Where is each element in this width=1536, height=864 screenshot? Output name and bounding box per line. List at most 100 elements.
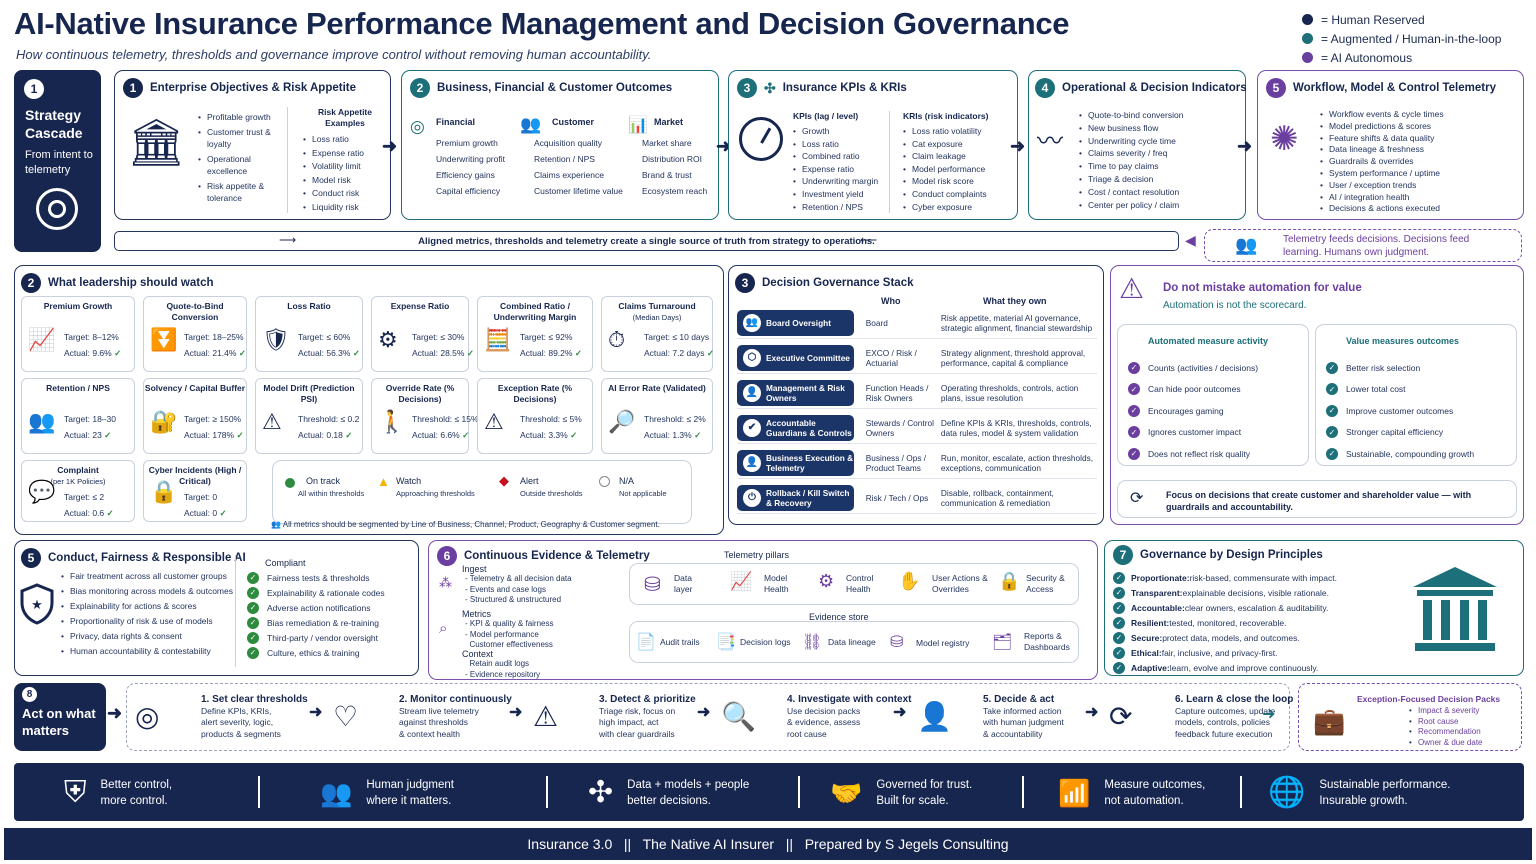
arrow-right-icon: ➜: [382, 136, 398, 156]
telemetry-list: Workflow events & cycle timesModel predi…: [1320, 109, 1444, 215]
governance-pill: ⏻Rollback / Kill Switch & Recovery: [737, 485, 854, 511]
dashboard-icon: 🗂: [992, 634, 1013, 651]
step-number: 2: [410, 78, 430, 98]
own-header: What they own: [983, 296, 1047, 306]
target-icon: ◎: [135, 701, 160, 732]
check-icon: ✓: [1113, 616, 1125, 629]
metric-actual: Actual: 3.3% ✓: [520, 430, 578, 440]
bar-chart-icon: 📈: [28, 327, 56, 352]
check-icon: ✓: [247, 586, 259, 599]
check-icon: ✓: [217, 508, 227, 518]
metric-card: Loss Ratio🛡Target: ≤ 60%Actual: 56.3% ✓: [255, 296, 363, 372]
pulse-icon: ♡: [333, 701, 359, 732]
governance-who: Business / Ops / Product Teams: [865, 452, 927, 474]
check-list-item: ✓Sustainable, compounding growth: [1326, 443, 1474, 465]
kri-list: Loss ratio volatilityCat exposureClaim l…: [903, 125, 987, 213]
check-icon: ✓: [1113, 661, 1125, 674]
check-icon: ✓: [101, 430, 112, 440]
metric-actual: Actual: 6.6% ✓: [412, 430, 470, 440]
metric-values: Target: 18–25%Actual: 21.4% ✓: [184, 329, 246, 361]
database-icon: ⛁: [644, 574, 661, 596]
magnifier-icon: ⌕: [439, 620, 448, 637]
step-number: 5: [21, 548, 41, 568]
metric-card: Claims Turnaround(Median Days)⏱Target: ≤…: [601, 296, 714, 372]
decision-packs: Exception-Focused Decision Packs 💼 Impac…: [1298, 683, 1522, 751]
calculator-icon: 🧮: [484, 327, 512, 352]
check-icon: ✓: [236, 348, 246, 358]
store-label: Decision logs: [740, 637, 791, 647]
check-list-item: ✓Adverse action notifications: [247, 600, 385, 615]
step-number: 3: [737, 78, 757, 98]
committee-icon: ⬡: [743, 349, 761, 367]
cycle-icon: ⟳: [1130, 490, 1144, 507]
check-list-item: ✓Improve customer outcomes: [1326, 400, 1474, 422]
box-title: Business, Financial & Customer Outcomes: [437, 82, 673, 94]
lock-icon: 🔒: [150, 479, 178, 504]
watch-triangle-icon: ▲: [377, 474, 390, 489]
status-desc: All within thresholds: [298, 489, 365, 498]
operational-list: Quote-to-bind conversionNew business flo…: [1079, 109, 1183, 211]
metric-actual: Actual: 21.4% ✓: [184, 348, 246, 358]
store-label: Audit trails: [660, 637, 700, 647]
check-list-item: ✓Does not reflect risk quality: [1128, 443, 1258, 465]
check-icon: ✓: [572, 348, 582, 358]
metric-title: Expense Ratio: [390, 301, 450, 311]
risk-appetite-title: Risk Appetite Examples: [317, 107, 372, 128]
network-icon: ✣: [764, 79, 776, 96]
check-icon: ✓: [1128, 383, 1140, 396]
metric-target: Target: ≤ 92%: [520, 332, 573, 342]
store-box: 📄 Audit trails 📑 Decision logs ⛓ Data li…: [629, 621, 1079, 663]
metric-actual: Actual: 9.6% ✓: [64, 348, 122, 358]
bank-icon: 🏛: [127, 116, 186, 168]
arrow-right-icon: ➜: [893, 704, 907, 721]
metric-target: Target: 0: [184, 492, 218, 502]
financial-title: Financial: [436, 117, 476, 127]
metric-values: Threshold: ≤ 2%Actual: 1.3% ✓: [644, 411, 706, 443]
operator-icon: 👤: [743, 454, 761, 472]
box-title: Operational & Decision Indicators: [1062, 82, 1247, 94]
pulse-icon: 〰: [1037, 126, 1064, 156]
svg-text:★: ★: [31, 597, 43, 612]
group-icon: 👥: [271, 520, 283, 529]
check-list-item: ✓Encourages gaming: [1128, 400, 1258, 422]
check-list-item: ✓Culture, ethics & training: [247, 645, 385, 660]
banner-item: 🌐Sustainable performance.Insurable growt…: [1268, 776, 1451, 809]
box-title: Continuous Evidence & Telemetry: [464, 550, 650, 562]
step-number: 2: [21, 273, 41, 293]
step-number: 4: [1035, 78, 1055, 98]
check-icon: ✓: [459, 430, 470, 440]
check-list-item: ✓Can hide poor outcomes: [1128, 379, 1258, 401]
funnel-icon: ⏬: [150, 327, 178, 352]
principle-item: ✓Proportionate: risk-based, commensurate…: [1113, 570, 1337, 585]
metric-actual: Actual: 89.2% ✓: [520, 348, 582, 358]
metric-title: Premium Growth: [43, 301, 113, 311]
check-icon: ✓: [104, 508, 114, 518]
check-icon: ✓: [1128, 447, 1140, 460]
institution-icon: [1411, 563, 1499, 655]
market-chart-icon: 📊: [628, 117, 648, 134]
shield-icon: ★: [19, 583, 55, 625]
arrow-right-icon: ➜: [1010, 136, 1026, 156]
ingest-icon: ⁂: [439, 575, 452, 590]
person-icon: 🚶: [378, 409, 406, 434]
metric-values: Threshold: ≤ 5%Actual: 3.3% ✓: [520, 411, 582, 443]
governance-owns: Strategy alignment, threshold approval, …: [940, 347, 1086, 369]
growth-chart-icon: 📶: [1058, 778, 1091, 808]
pillar-label: Control Health: [846, 573, 874, 594]
check-list-item: ✓Better risk selection: [1326, 357, 1474, 379]
governance-owns: Define KPIs & KRIs, thresholds, controls…: [940, 417, 1092, 439]
shield-icon: ⛨: [64, 776, 87, 809]
step-number: 1: [123, 78, 143, 98]
metric-title: Claims Turnaround: [618, 301, 696, 311]
governance-pill: ⬡Executive Committee: [737, 345, 854, 371]
metric-target: Target: ≤ 10 days: [644, 332, 710, 342]
arrow-right-icon: ➜: [1237, 136, 1253, 156]
gear-icon: ⚙: [818, 571, 835, 591]
arrow-right-icon: ➜: [1262, 706, 1276, 723]
